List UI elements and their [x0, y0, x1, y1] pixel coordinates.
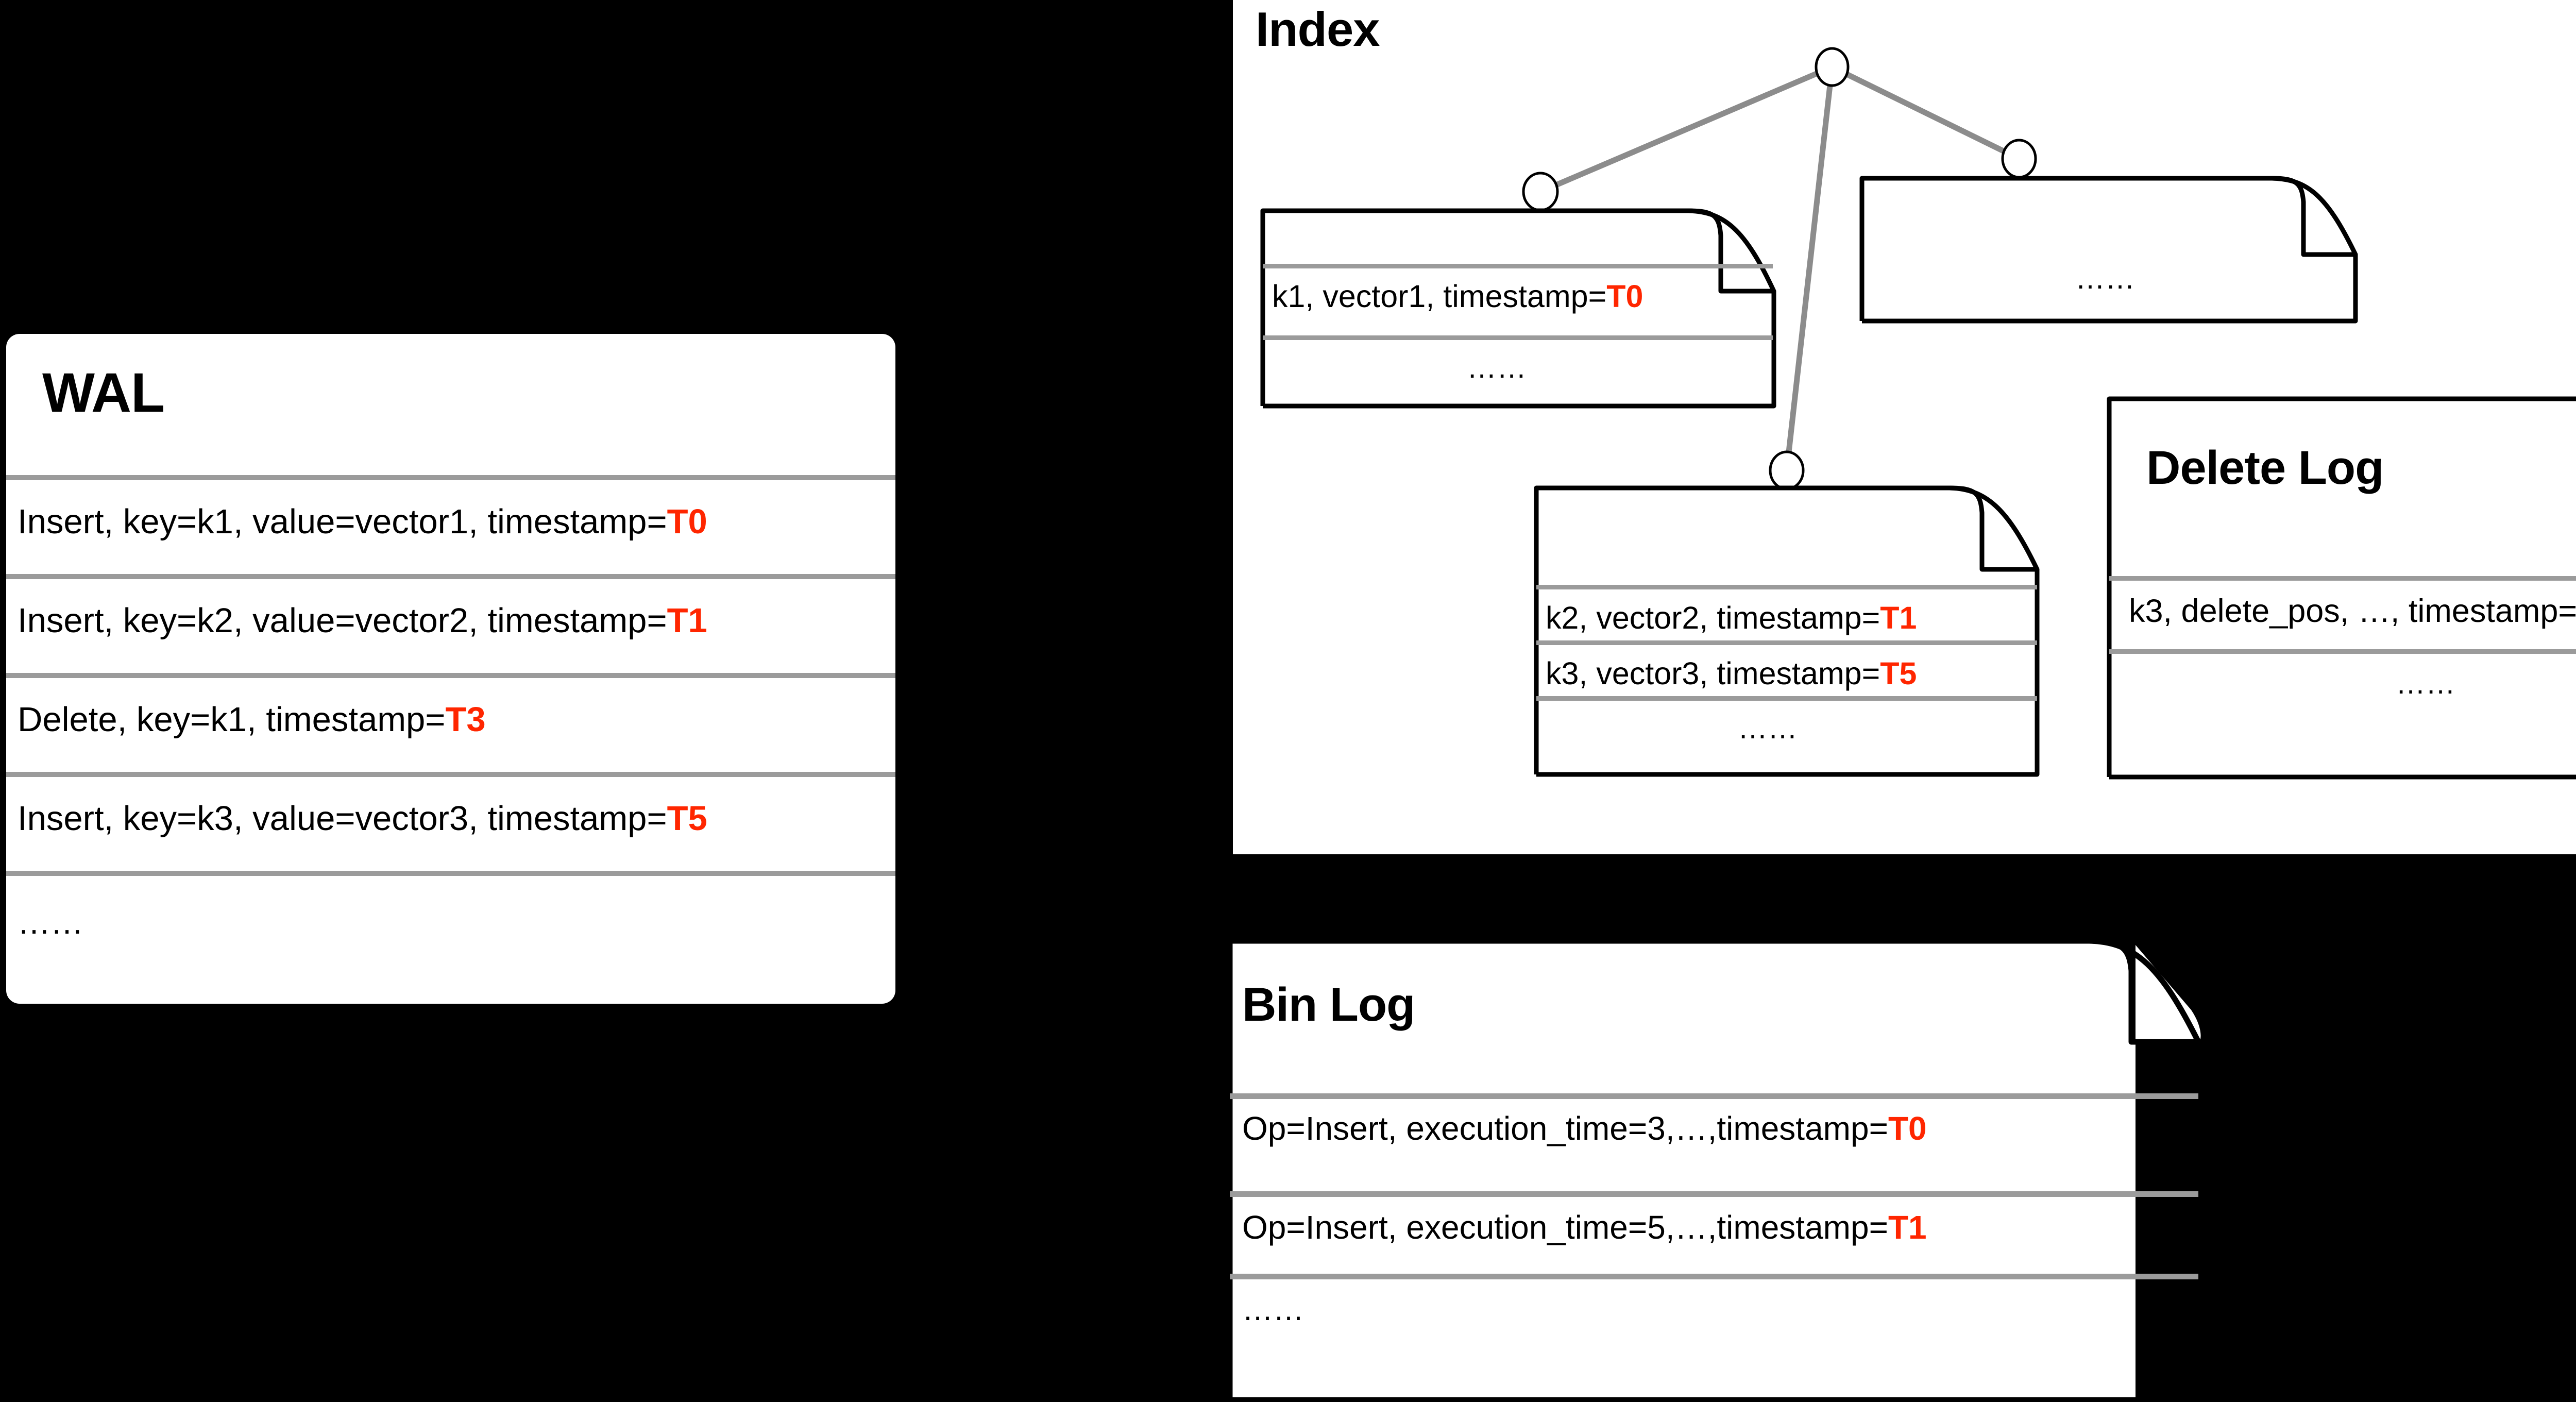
card-divider	[1230, 1274, 2198, 1279]
wal-title: WAL	[42, 361, 165, 424]
wal-row-timestamp: T1	[667, 601, 707, 640]
wal-divider-3	[6, 772, 895, 777]
bin-log-row-text: Op=Insert, execution_time=3,…,timestamp=	[1242, 1110, 1888, 1147]
index-leaf-ellipsis: ……	[1467, 351, 1527, 384]
wal-row-text: Insert, key=k3, value=vector3, timestamp…	[18, 799, 667, 838]
index-tree-edges	[1539, 64, 2021, 471]
wal-row: Insert, key=k3, value=vector3, timestamp…	[18, 801, 707, 836]
delete-log-ellipsis: ……	[2396, 667, 2455, 700]
tree-node-right[interactable]	[2001, 139, 2037, 179]
bin-log-title: Bin Log	[1242, 978, 1415, 1031]
tree-node-left[interactable]	[1522, 172, 1559, 212]
wal-divider-2	[6, 673, 895, 678]
index-leaf-row: k2, vector2, timestamp=T1	[1546, 602, 1917, 634]
index-leaf-card-k2k3: k2, vector2, timestamp=T1 k3, vector3, t…	[1534, 485, 2044, 777]
card-divider	[2109, 649, 2576, 654]
index-leaf-row-timestamp: T0	[1606, 279, 1643, 314]
card-divider	[1263, 264, 1773, 268]
wal-row-timestamp: T5	[667, 799, 707, 838]
card-divider	[1230, 1093, 2198, 1099]
wal-row-text: Insert, key=k1, value=vector1, timestamp…	[18, 502, 667, 541]
delete-log-row-text: k3, delete_pos, …, timestamp=	[2129, 593, 2576, 629]
tree-node-bottom[interactable]	[1769, 450, 1805, 491]
wal-ellipsis: ……	[18, 904, 83, 941]
card-divider	[1230, 1191, 2198, 1197]
wal-panel: WAL Insert, key=k1, value=vector1, times…	[6, 334, 895, 1004]
wal-row-timestamp: T0	[667, 502, 707, 541]
index-leaf-row-text: k3, vector3, timestamp=	[1546, 656, 1880, 691]
index-leaf-ellipsis: ……	[2075, 262, 2135, 295]
index-leaf-ellipsis: ……	[1738, 712, 1798, 745]
wal-divider-4	[6, 871, 895, 876]
index-leaf-row-timestamp: T1	[1880, 600, 1917, 635]
wal-row: Delete, key=k1, timestamp=T3	[18, 702, 486, 737]
bin-log-row-timestamp: T1	[1888, 1209, 1927, 1246]
wal-row: Insert, key=k2, value=vector2, timestamp…	[18, 603, 707, 638]
card-divider	[1263, 335, 1773, 340]
wal-row-text: Insert, key=k2, value=vector2, timestamp…	[18, 601, 667, 640]
wal-divider-1	[6, 574, 895, 579]
card-divider	[2109, 576, 2576, 581]
bin-log-row: Op=Insert, execution_time=3,…,timestamp=…	[1242, 1112, 1927, 1145]
card-divider	[1536, 585, 2037, 589]
wal-row: Insert, key=k1, value=vector1, timestamp…	[18, 504, 707, 539]
index-leaf-row: k1, vector1, timestamp=T0	[1272, 281, 1643, 312]
wal-divider-0	[6, 475, 895, 480]
wal-row-timestamp: T3	[445, 700, 486, 739]
index-panel: Index k1, vecto	[1233, 0, 2576, 854]
bin-log-row: Op=Insert, execution_time=5,…,timestamp=…	[1242, 1211, 1927, 1244]
card-divider	[1536, 696, 2037, 701]
index-title: Index	[1256, 2, 1380, 56]
bin-log-row-text: Op=Insert, execution_time=5,…,timestamp=	[1242, 1209, 1888, 1246]
bin-log-row-timestamp: T0	[1888, 1110, 1927, 1147]
delete-log-title: Delete Log	[2146, 442, 2384, 494]
index-leaf-card-k1: k1, vector1, timestamp=T0 ……	[1260, 208, 1776, 409]
index-leaf-card-right: ……	[1859, 176, 2359, 324]
index-tree-nodes	[1522, 47, 2037, 491]
card-divider	[1536, 640, 2037, 645]
index-leaf-row: k3, vector3, timestamp=T5	[1546, 658, 1917, 689]
bin-log-card: Bin Log Op=Insert, execution_time=3,…,ti…	[1227, 938, 2223, 1402]
index-leaf-row-timestamp: T5	[1880, 656, 1917, 691]
tree-node-root[interactable]	[1815, 47, 1850, 87]
wal-row-text: Delete, key=k1, timestamp=	[18, 700, 446, 739]
index-leaf-row-text: k1, vector1, timestamp=	[1272, 279, 1607, 314]
bin-log-ellipsis: ……	[1242, 1292, 1304, 1327]
delete-log-card: Delete Log k3, delete_pos, …, timestamp=…	[2107, 396, 2576, 780]
delete-log-row: k3, delete_pos, …, timestamp=T3	[2129, 595, 2576, 628]
index-leaf-row-text: k2, vector2, timestamp=	[1546, 600, 1880, 635]
